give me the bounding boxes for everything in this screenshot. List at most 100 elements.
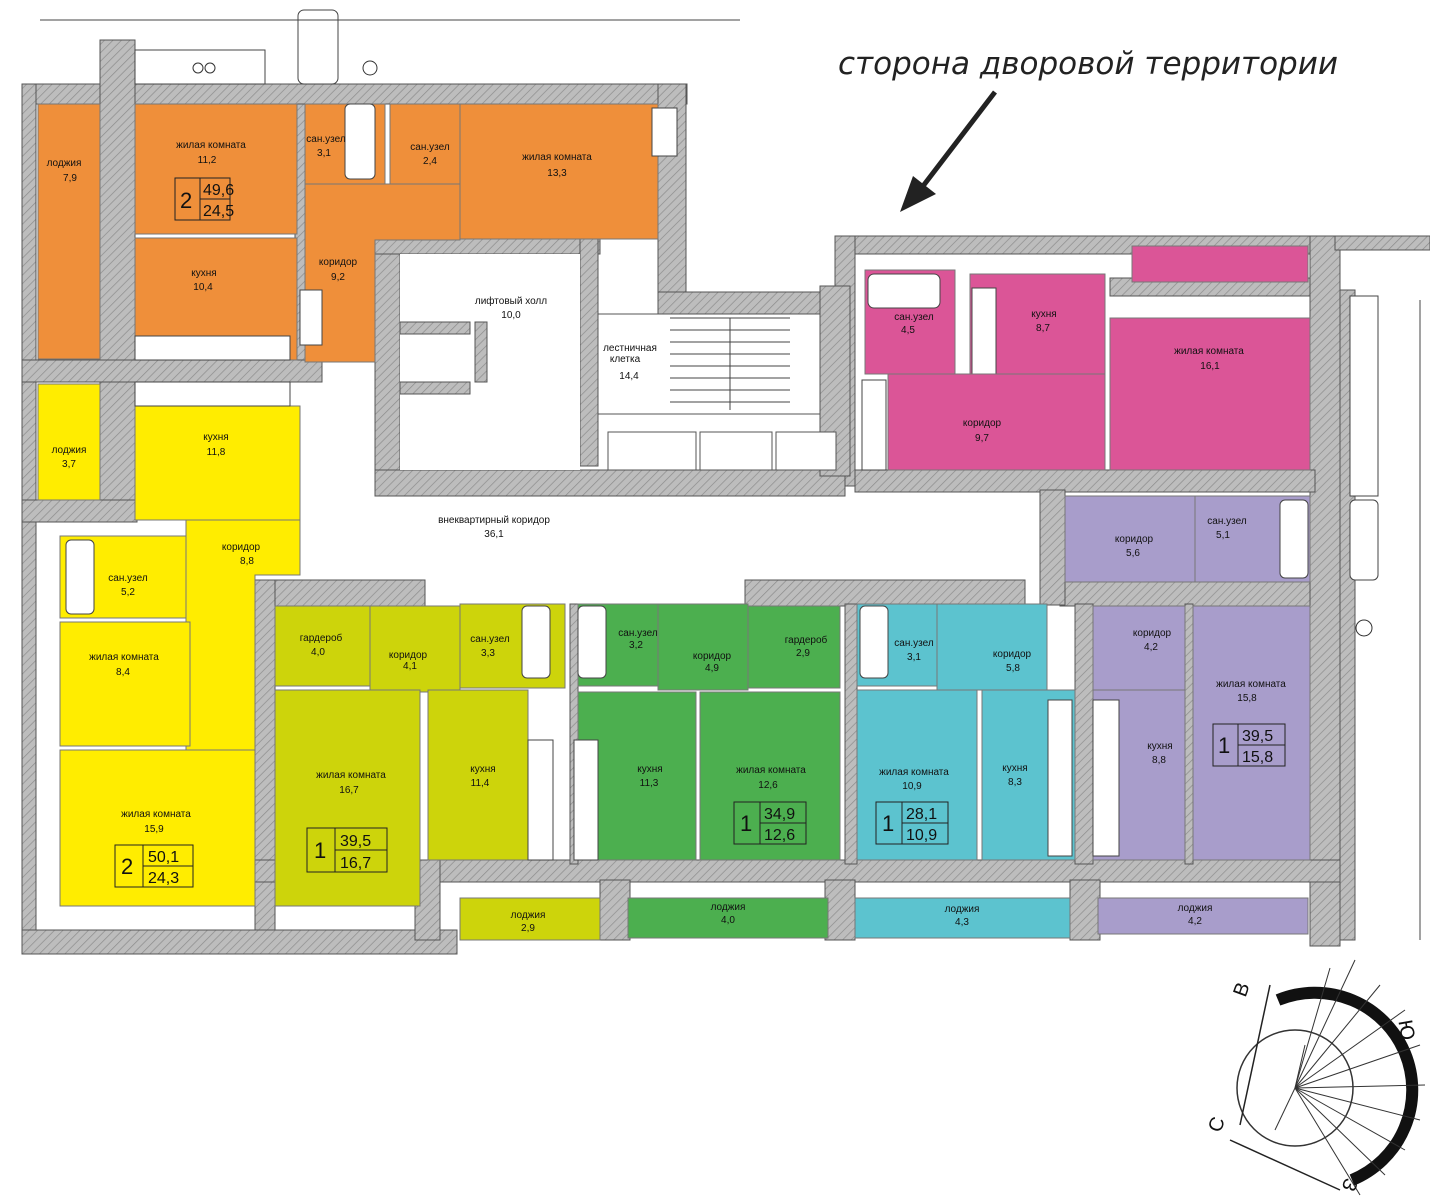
compass-north: С bbox=[1204, 1114, 1230, 1135]
lavender-kitchen-counter bbox=[1092, 699, 1120, 857]
courtyard-side-label: сторона дворовой территории bbox=[838, 46, 1338, 82]
lime-loggia bbox=[459, 897, 601, 941]
badge-total: 50,1 bbox=[148, 849, 179, 866]
room-name: жилая комната bbox=[121, 809, 191, 820]
room-area: 5,6 bbox=[1126, 548, 1140, 559]
apartment-orange bbox=[37, 103, 678, 363]
room-area: 15,9 bbox=[144, 824, 164, 835]
room-labels: лоджия 7,9 жилая комната 11,2 сан.узел 3… bbox=[47, 134, 1287, 934]
staircase bbox=[597, 313, 821, 415]
courtyard-side-text: сторона дворовой территории bbox=[838, 46, 1338, 82]
room-name: жилая комната bbox=[176, 140, 246, 151]
room-area: 9,2 bbox=[331, 272, 345, 283]
orange-living-room-1 bbox=[134, 103, 298, 235]
room-area: 4,5 bbox=[901, 325, 915, 336]
yellow-living-room-1 bbox=[59, 621, 191, 747]
top-neighbour-fixtures bbox=[40, 9, 740, 85]
room-name: лоджия bbox=[711, 902, 746, 913]
room-name: сан.узел bbox=[470, 634, 510, 645]
room-name: сан.узел bbox=[618, 628, 658, 639]
room-name: коридор bbox=[1115, 534, 1154, 545]
room-name: жилая комната bbox=[1216, 679, 1286, 690]
room-area: 14,4 bbox=[619, 371, 639, 382]
room-name: лоджия bbox=[511, 910, 546, 921]
badge-living: 24,5 bbox=[203, 203, 234, 220]
lime-corridor bbox=[369, 605, 461, 693]
room-area: 8,4 bbox=[116, 667, 130, 678]
badge-total: 34,9 bbox=[764, 806, 795, 823]
room-name: кухня bbox=[637, 764, 662, 775]
room-area: 5,1 bbox=[1216, 530, 1230, 541]
orange-window bbox=[651, 107, 678, 157]
badge-living: 12,6 bbox=[764, 827, 795, 844]
wind-rays bbox=[1274, 959, 1426, 1196]
room-area: 8,8 bbox=[240, 556, 254, 567]
room-area: 2,4 bbox=[423, 156, 437, 167]
green-wardrobe bbox=[747, 605, 841, 689]
cyan-loggia bbox=[854, 897, 1071, 939]
green-corridor bbox=[657, 603, 749, 691]
magenta-corridor bbox=[887, 373, 1106, 471]
apartment-lavender bbox=[1064, 495, 1311, 935]
badge-living: 10,9 bbox=[906, 827, 937, 844]
apartment-yellow bbox=[37, 381, 301, 907]
room-area: 10,0 bbox=[501, 310, 521, 321]
apartment-badges: 2 49,6 24,5 2 50,1 24,3 1 39,5 16,7 1 34… bbox=[114, 177, 1286, 888]
badge-cyan: 1 28,1 10,9 bbox=[875, 801, 949, 845]
room-area: 3,7 bbox=[62, 459, 76, 470]
badge-rooms: 1 bbox=[882, 811, 894, 836]
magenta-wardrobe bbox=[861, 379, 887, 471]
cyan-kitchen-counter bbox=[1047, 699, 1073, 857]
room-name: сан.узел bbox=[894, 312, 934, 323]
room-name: кухня bbox=[470, 764, 495, 775]
room-name: кухня bbox=[1147, 741, 1172, 752]
room-area: 3,2 bbox=[629, 640, 643, 651]
badge-total: 39,5 bbox=[340, 833, 371, 850]
compass-rose: В Ю С З bbox=[1204, 959, 1426, 1196]
magenta-bathtub-icon bbox=[867, 273, 941, 309]
room-area: 8,3 bbox=[1008, 777, 1022, 788]
room-name: коридор bbox=[693, 651, 732, 662]
room-name: лестничная bbox=[603, 343, 657, 354]
compass-south: Ю bbox=[1393, 1018, 1418, 1042]
orange-bathtub-icon bbox=[344, 103, 376, 180]
room-area: 12,6 bbox=[758, 780, 778, 791]
room-name: коридор bbox=[1133, 628, 1172, 639]
room-area: 11,3 bbox=[640, 778, 659, 789]
right-neighbour-fixtures bbox=[1349, 295, 1421, 940]
room-name: сан.узел bbox=[894, 638, 934, 649]
magenta-balcony bbox=[1131, 245, 1309, 283]
west-axis bbox=[1229, 1139, 1341, 1191]
room-area: 3,1 bbox=[317, 148, 331, 159]
apartment-magenta bbox=[861, 245, 1311, 471]
badge-rooms: 1 bbox=[1218, 733, 1230, 758]
room-area: 4,1 bbox=[403, 661, 417, 672]
room-name: жилая комната bbox=[316, 770, 386, 781]
badge-orange: 2 49,6 24,5 bbox=[174, 177, 234, 221]
compass-east: В bbox=[1229, 980, 1254, 1000]
cyan-living-room bbox=[856, 689, 978, 861]
room-name: лоджия bbox=[945, 904, 980, 915]
lavender-corridor-1 bbox=[1064, 495, 1196, 583]
room-area: 8,8 bbox=[1152, 755, 1166, 766]
badge-rooms: 1 bbox=[740, 811, 752, 836]
lavender-loggia bbox=[1097, 897, 1309, 935]
yellow-loggia bbox=[37, 383, 101, 501]
apartment-cyan bbox=[854, 603, 1076, 939]
lavender-corridor-2 bbox=[1092, 605, 1186, 691]
room-area: 4,2 bbox=[1188, 916, 1202, 927]
cyan-bathtub-icon bbox=[859, 605, 889, 679]
lime-wardrobe bbox=[274, 605, 371, 687]
room-area: 4,3 bbox=[955, 917, 969, 928]
yellow-bathtub-icon bbox=[65, 539, 95, 615]
room-name: лифтовый холл bbox=[475, 295, 547, 307]
yellow-kitchen bbox=[134, 405, 301, 521]
room-name: сан.узел bbox=[108, 573, 148, 584]
room-area: 11,4 bbox=[471, 778, 490, 789]
room-name: коридор bbox=[993, 649, 1032, 660]
cyan-corridor bbox=[936, 603, 1048, 691]
room-area: 16,1 bbox=[1200, 361, 1220, 372]
room-name: коридор bbox=[963, 418, 1002, 429]
room-name: сан.узел bbox=[410, 142, 450, 153]
